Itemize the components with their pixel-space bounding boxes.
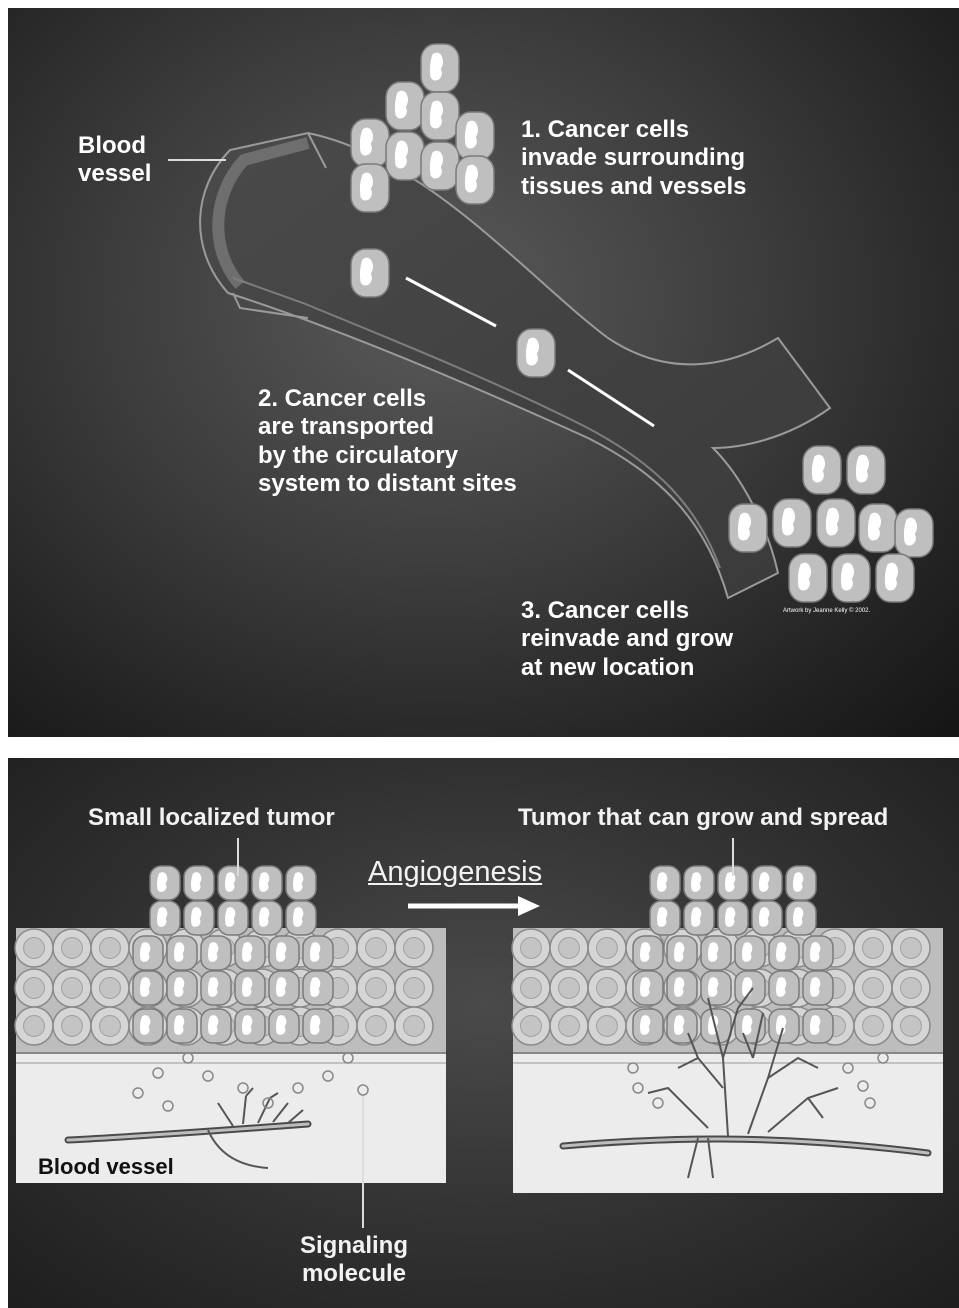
left-tissue-block xyxy=(15,866,446,1183)
cell-nucleus xyxy=(640,977,650,997)
signaling-molecule-label: Signaling molecule xyxy=(300,1232,408,1289)
vessel-label: Blood vessel xyxy=(78,132,151,189)
cell-nucleus xyxy=(798,563,811,591)
cell-nucleus xyxy=(276,977,286,997)
cell-nucleus xyxy=(793,907,803,927)
cell-nucleus xyxy=(360,173,373,201)
cell-nucleus xyxy=(742,977,752,997)
cell-nucleus xyxy=(759,907,769,927)
step-3-label: 3. Cancer cells reinvade and grow at new… xyxy=(521,597,733,682)
angiogenesis-diagram xyxy=(8,758,959,1308)
cell-nucleus xyxy=(310,977,320,997)
cell-nucleus xyxy=(465,165,478,193)
cell-nucleus xyxy=(810,977,820,997)
cell-nucleus xyxy=(640,1015,650,1035)
cell-nucleus xyxy=(242,1015,252,1035)
cell-nucleus xyxy=(191,907,201,927)
cell-nucleus xyxy=(738,513,751,541)
cell-nucleus xyxy=(293,907,303,927)
step-2-label: 2. Cancer cells are transported by the c… xyxy=(258,385,517,498)
cell-nucleus xyxy=(208,977,218,997)
cell-nucleus xyxy=(174,977,184,997)
small-tumor-label: Small localized tumor xyxy=(88,804,335,832)
cell-nucleus xyxy=(674,1015,684,1035)
cell-nucleus xyxy=(759,872,769,892)
artwork-credit: Artwork by Jeanne Kelly © 2002. xyxy=(783,608,870,614)
cell-nucleus xyxy=(276,942,286,962)
cell-nucleus xyxy=(465,121,478,149)
cell-nucleus xyxy=(856,455,869,483)
metastasis-panel: Blood vessel 1. Cancer cells invade surr… xyxy=(8,8,959,737)
cell-nucleus xyxy=(157,907,167,927)
cell-nucleus xyxy=(157,872,167,892)
cell-nucleus xyxy=(395,141,408,169)
cell-nucleus xyxy=(657,872,667,892)
cell-nucleus xyxy=(810,942,820,962)
cell-nucleus xyxy=(208,1015,218,1035)
angiogenesis-arrow xyxy=(408,896,540,916)
cell-nucleus xyxy=(708,942,718,962)
cell-nucleus xyxy=(725,907,735,927)
cell-nucleus xyxy=(174,942,184,962)
cell-nucleus xyxy=(310,942,320,962)
cell-nucleus xyxy=(242,977,252,997)
cell-nucleus xyxy=(742,942,752,962)
cell-nucleus xyxy=(691,907,701,927)
spreading-tumor-label: Tumor that can grow and spread xyxy=(518,804,888,832)
cell-nucleus xyxy=(191,872,201,892)
cell-nucleus xyxy=(208,942,218,962)
right-tissue-block xyxy=(512,866,943,1193)
cell-nucleus xyxy=(242,942,252,962)
cell-nucleus xyxy=(826,508,839,536)
cell-nucleus xyxy=(776,942,786,962)
cell-nucleus xyxy=(657,907,667,927)
angiogenesis-panel: Small localized tumor Tumor that can gro… xyxy=(8,758,959,1308)
cell-nucleus xyxy=(674,977,684,997)
cell-nucleus xyxy=(310,1015,320,1035)
cell-nucleus xyxy=(640,942,650,962)
cell-nucleus xyxy=(360,258,373,286)
cell-nucleus xyxy=(430,101,443,129)
cell-nucleus xyxy=(174,1015,184,1035)
cell-nucleus xyxy=(430,151,443,179)
cell-nucleus xyxy=(225,907,235,927)
cell-nucleus xyxy=(708,977,718,997)
cell-nucleus xyxy=(276,1015,286,1035)
cell-nucleus xyxy=(782,508,795,536)
cell-nucleus xyxy=(225,872,235,892)
cell-nucleus xyxy=(885,563,898,591)
cell-nucleus xyxy=(742,1015,752,1035)
cell-nucleus xyxy=(430,53,443,81)
cell-nucleus xyxy=(259,872,269,892)
cell-nucleus xyxy=(776,977,786,997)
cell-nucleus xyxy=(293,872,303,892)
blood-vessel-label: Blood vessel xyxy=(38,1154,174,1180)
cell-nucleus xyxy=(904,518,917,546)
metastasis-diagram xyxy=(8,8,959,737)
cell-nucleus xyxy=(868,513,881,541)
cell-nucleus xyxy=(841,563,854,591)
step-1-label: 1. Cancer cells invade surrounding tissu… xyxy=(521,116,746,201)
cell-nucleus xyxy=(810,1015,820,1035)
cell-nucleus xyxy=(360,128,373,156)
cell-nucleus xyxy=(526,338,539,366)
cell-nucleus xyxy=(259,907,269,927)
cell-nucleus xyxy=(395,91,408,119)
cell-nucleus xyxy=(674,942,684,962)
cell-nucleus xyxy=(793,872,803,892)
cell-nucleus xyxy=(812,455,825,483)
angiogenesis-label: Angiogenesis xyxy=(368,855,542,889)
cell-nucleus xyxy=(691,872,701,892)
cell-nucleus xyxy=(140,1015,150,1035)
cell-nucleus xyxy=(140,942,150,962)
cell-nucleus xyxy=(140,977,150,997)
